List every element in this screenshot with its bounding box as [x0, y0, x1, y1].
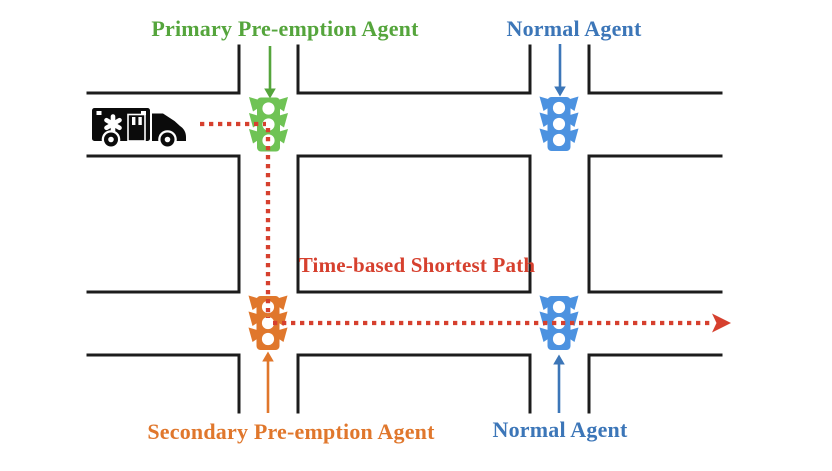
arrow-up-icon — [262, 351, 274, 362]
primary-agent-arrow — [264, 46, 276, 99]
arrow-up-icon — [553, 354, 565, 365]
secondary-agent-arrow — [262, 351, 274, 413]
label-time-based-shortest-path: Time-based Shortest Path — [298, 253, 536, 277]
road-network — [86, 44, 723, 414]
normal-agent-top-arrow — [554, 44, 566, 97]
shortest-path-dotted-line — [200, 121, 713, 326]
star-of-life-icon — [104, 114, 122, 134]
arrow-right-icon — [712, 313, 731, 333]
traffic-light-normal-top-icon — [539, 96, 579, 151]
label-secondary-pre-emption-agent: Secondary Pre-emption Agent — [147, 419, 435, 444]
normal-agent-bottom-arrow — [553, 354, 565, 413]
arrow-down-icon — [264, 88, 276, 99]
traffic-light-secondary-icon — [248, 295, 288, 350]
label-normal-agent-top: Normal Agent — [506, 16, 642, 41]
ambulance-icon — [92, 108, 186, 149]
label-primary-pre-emption-agent: Primary Pre-emption Agent — [151, 16, 419, 41]
shortest-path — [200, 121, 731, 333]
road-lines — [86, 44, 723, 414]
label-normal-agent-bottom: Normal Agent — [492, 417, 628, 442]
arrow-down-icon — [554, 86, 566, 97]
